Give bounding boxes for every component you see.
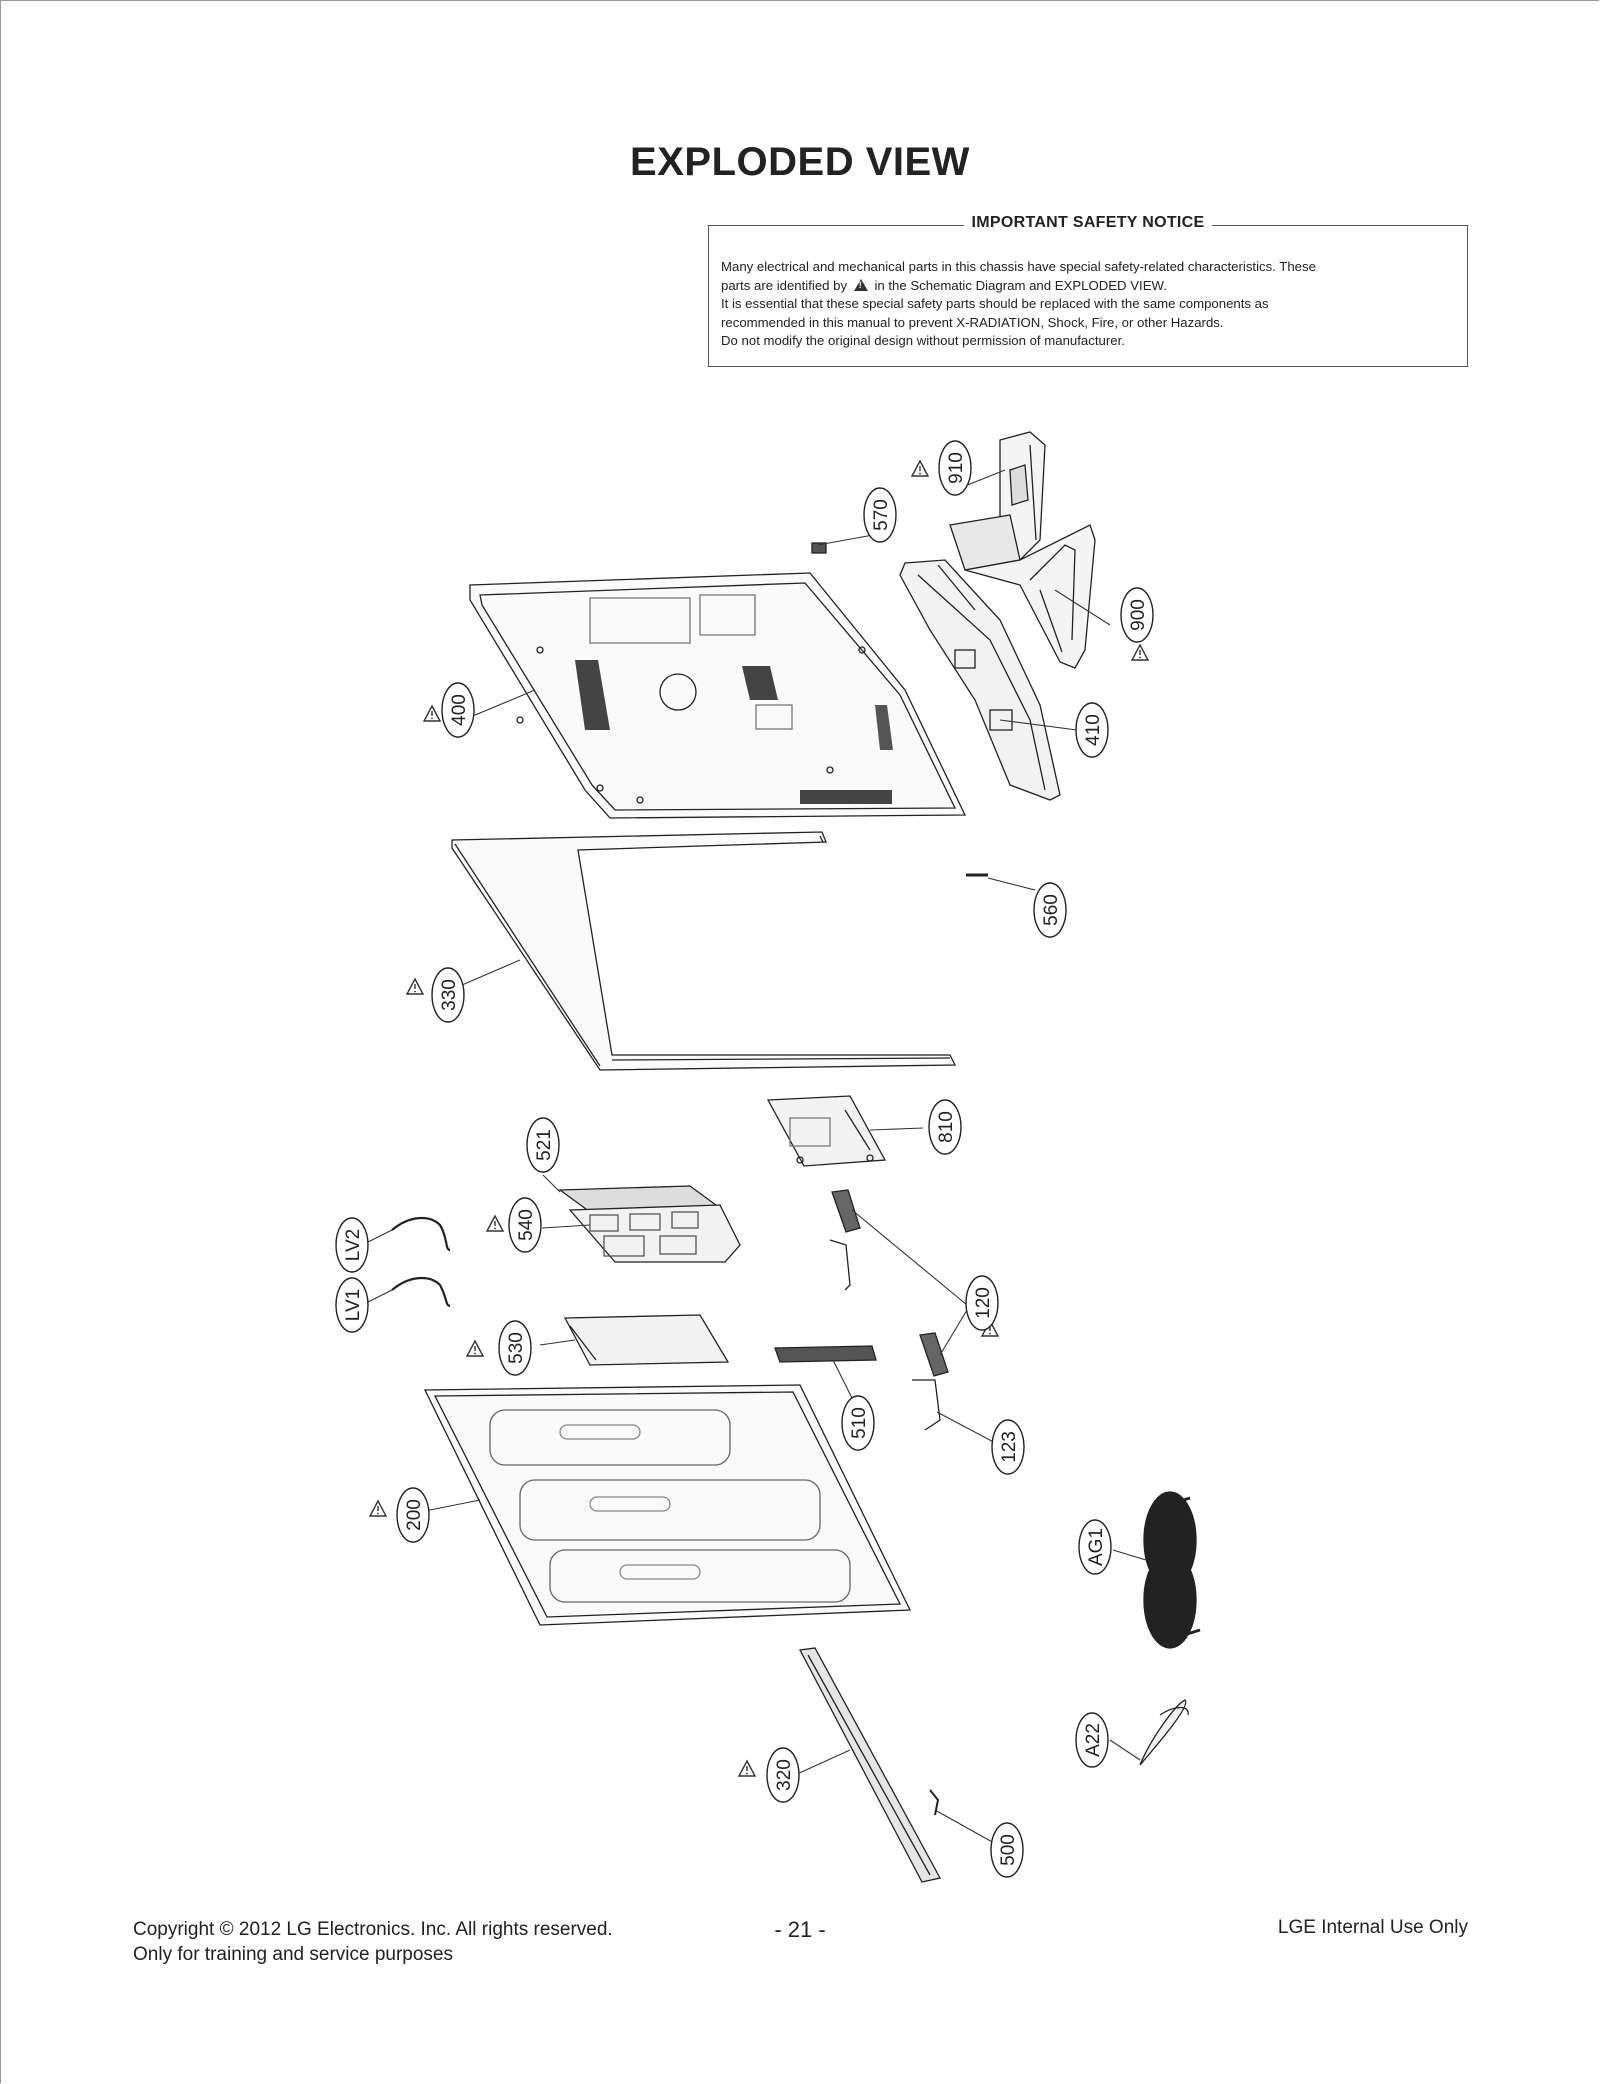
callout-400: 400 bbox=[441, 682, 475, 738]
callout-lv1: LV1 bbox=[335, 1277, 369, 1333]
part-number-label: LV1 bbox=[343, 1289, 364, 1321]
safety-notice-box: IMPORTANT SAFETY NOTICE Many electrical … bbox=[708, 214, 1468, 367]
callout-570: 570 bbox=[863, 487, 897, 543]
part-number-label: 330 bbox=[439, 979, 460, 1011]
callout-bubble bbox=[841, 1395, 875, 1451]
callout-200: 200 bbox=[396, 1487, 430, 1543]
part-number-label: 540 bbox=[516, 1209, 537, 1241]
strip-510-part bbox=[774, 1345, 877, 1363]
part-number-label: A22 bbox=[1083, 1723, 1104, 1757]
callout-410: 410 bbox=[1075, 702, 1109, 758]
internal-use-note: LGE Internal Use Only bbox=[1277, 1917, 1468, 1938]
chassis-part bbox=[423, 1384, 912, 1626]
clip-part bbox=[811, 542, 827, 554]
callout-bubble bbox=[766, 1747, 800, 1803]
callout-320: 320 bbox=[766, 1747, 800, 1803]
footer-left: Copyright © 2012 LG Electronics. Inc. Al… bbox=[133, 1917, 613, 1967]
part-number-label: 123 bbox=[999, 1431, 1020, 1463]
part-number-label: LV2 bbox=[343, 1229, 364, 1261]
warning-triangle-icon bbox=[853, 278, 868, 291]
callout-bubble bbox=[396, 1487, 430, 1543]
notice-line-3: It is essential that these special safet… bbox=[721, 296, 1269, 311]
callout-bubble bbox=[508, 1197, 542, 1253]
callout-bubble bbox=[1033, 882, 1067, 938]
callout-540: 540 bbox=[508, 1197, 542, 1253]
bracket-part bbox=[766, 1095, 887, 1167]
safety-notice-heading: IMPORTANT SAFETY NOTICE bbox=[963, 214, 1213, 231]
speaker-part bbox=[829, 1189, 949, 1377]
part-number-label: 570 bbox=[871, 499, 892, 531]
speaker-bracket-part bbox=[912, 1379, 941, 1431]
part-number-label: 521 bbox=[534, 1129, 555, 1161]
callout-bubble bbox=[498, 1320, 532, 1376]
cable-lv1-part bbox=[391, 1277, 451, 1308]
callout-bubble bbox=[441, 682, 475, 738]
notice-line-2: parts are identified by in the Schematic… bbox=[721, 277, 1453, 296]
callout-330: 330 bbox=[431, 967, 465, 1023]
callout-bubble bbox=[863, 487, 897, 543]
notice-line-4: recommended in this manual to prevent X-… bbox=[721, 314, 1224, 330]
callout-bubble bbox=[965, 1275, 999, 1331]
part-number-label: 510 bbox=[849, 1407, 870, 1439]
part-number-label: 810 bbox=[936, 1111, 957, 1143]
back-cover-part bbox=[469, 572, 967, 819]
part-number-label: 900 bbox=[1128, 599, 1149, 631]
part-number-label: 120 bbox=[973, 1287, 994, 1319]
remote-part bbox=[1139, 1699, 1189, 1766]
callout-120: 120 bbox=[965, 1275, 999, 1331]
page-title: EXPLODED VIEW bbox=[630, 140, 970, 184]
rear-cover-part bbox=[899, 559, 1061, 801]
callout-bubble bbox=[335, 1217, 369, 1273]
callout-810: 810 bbox=[928, 1099, 962, 1155]
notice-line-1: Many electrical and mechanical parts in … bbox=[721, 259, 1316, 274]
callout-bubble bbox=[335, 1277, 369, 1333]
callout-bubble bbox=[938, 440, 972, 496]
part-number-label: 200 bbox=[404, 1499, 425, 1531]
training-note: Only for training and service purposes bbox=[133, 1944, 453, 1965]
callout-123: 123 bbox=[991, 1419, 1025, 1475]
part-number-label: 560 bbox=[1041, 894, 1062, 926]
callout-lv2: LV2 bbox=[335, 1217, 369, 1273]
callout-bubble bbox=[1075, 1712, 1109, 1768]
cable-lv2-part bbox=[391, 1217, 451, 1252]
notice-line-5: Do not modify the original design withou… bbox=[721, 333, 1125, 348]
stand-body-part bbox=[949, 431, 1046, 571]
callout-bubble bbox=[990, 1822, 1024, 1878]
callout-560: 560 bbox=[1033, 882, 1067, 938]
callout-bubble bbox=[1075, 702, 1109, 758]
callout-a22: A22 bbox=[1075, 1712, 1109, 1768]
callout-510: 510 bbox=[841, 1395, 875, 1451]
safety-notice-text: Many electrical and mechanical parts in … bbox=[721, 258, 1453, 351]
part-number-label: 400 bbox=[449, 694, 470, 726]
callout-bubble bbox=[526, 1117, 560, 1173]
callout-500: 500 bbox=[990, 1822, 1024, 1878]
callout-ag1: AG1 bbox=[1078, 1519, 1112, 1575]
part-number-label: 410 bbox=[1083, 714, 1104, 746]
callout-530: 530 bbox=[498, 1320, 532, 1376]
part-number-label: 320 bbox=[774, 1759, 795, 1791]
frame-part bbox=[451, 831, 957, 1071]
callout-910: 910 bbox=[938, 440, 972, 496]
part-number-label: 500 bbox=[998, 1834, 1019, 1866]
power-board-part bbox=[563, 1314, 730, 1366]
part-number-label: AG1 bbox=[1086, 1528, 1107, 1566]
page-number: - 21 - bbox=[774, 1917, 826, 1942]
callout-900: 900 bbox=[1120, 587, 1154, 643]
copyright-text: Copyright © 2012 LG Electronics. Inc. Al… bbox=[133, 1919, 613, 1940]
bottom-bar-part bbox=[798, 1647, 941, 1883]
main-board-part bbox=[568, 1204, 741, 1263]
callout-521: 521 bbox=[526, 1117, 560, 1173]
part-number-label: 910 bbox=[946, 452, 967, 484]
callout-bubble bbox=[991, 1419, 1025, 1475]
callout-bubble bbox=[1120, 587, 1154, 643]
part-number-label: 530 bbox=[506, 1332, 527, 1364]
stand-base-part bbox=[964, 524, 1096, 669]
callout-bubble bbox=[1078, 1519, 1112, 1575]
callout-bubble bbox=[431, 967, 465, 1023]
callout-bubble bbox=[928, 1099, 962, 1155]
glasses-part bbox=[1143, 1491, 1201, 1649]
